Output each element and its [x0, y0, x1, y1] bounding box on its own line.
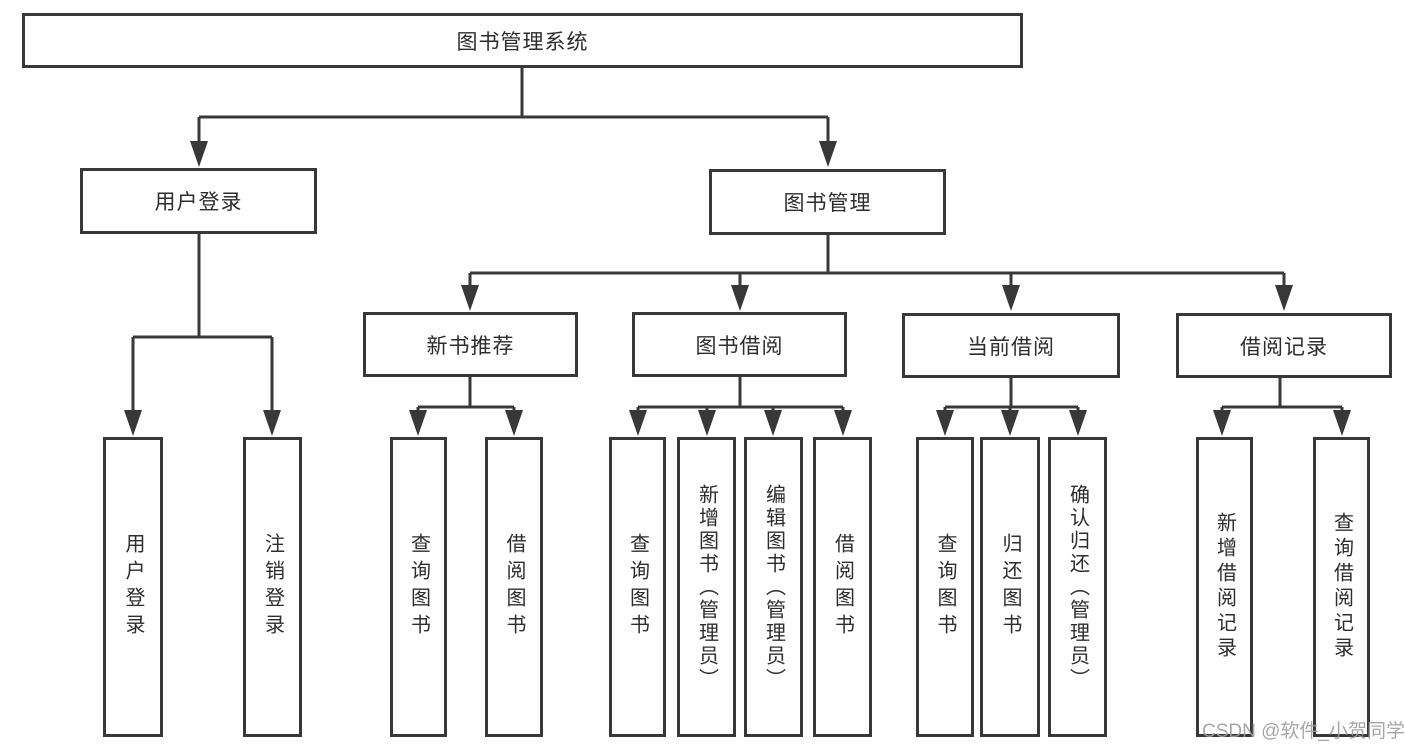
node-bb-add-books-admin: 新增图书（管理员）: [677, 437, 736, 737]
node-new-book-recommend: 新书推荐: [363, 312, 578, 377]
node-nb-query-books: 查询图书: [390, 437, 447, 737]
connector-strokes: [131, 68, 1344, 413]
node-current-borrowing-label: 当前借阅: [967, 335, 1055, 359]
node-nb-borrow-books: 借阅图书: [485, 437, 543, 737]
node-nb-borrow-books-label: 借阅图书: [503, 533, 525, 641]
node-borrowing-records-label: 借阅记录: [1240, 335, 1328, 359]
node-book-management-label: 图书管理: [783, 192, 872, 215]
node-bb-borrow-books: 借阅图书: [813, 437, 872, 737]
node-cb-confirm-return-admin: 确认归还（管理员）: [1048, 437, 1107, 737]
csdn-watermark: CSDN @软件_小贺同学: [1202, 721, 1405, 742]
node-cb-return-books-label: 归还图书: [999, 533, 1021, 641]
node-root-label: 图书管理系统: [456, 30, 589, 54]
node-br-add-record-label: 新增借阅记录: [1213, 512, 1236, 662]
node-bb-query-books: 查询图书: [609, 437, 666, 737]
node-br-query-record: 查询借阅记录: [1313, 437, 1370, 737]
node-book-management: 图书管理: [709, 169, 946, 235]
node-current-borrowing: 当前借阅: [902, 313, 1120, 378]
node-book-borrowing-label: 图书借阅: [695, 334, 784, 358]
node-user-login-group: 用户登录: [80, 168, 317, 234]
node-cb-return-books: 归还图书: [980, 437, 1040, 737]
node-cb-confirm-return-admin-label: 确认归还（管理员）: [1066, 483, 1089, 691]
node-bb-borrow-books-label: 借阅图书: [831, 533, 854, 641]
node-bb-query-books-label: 查询图书: [626, 533, 649, 641]
node-br-query-record-label: 查询借阅记录: [1330, 512, 1353, 662]
node-new-book-recommend-label: 新书推荐: [426, 334, 515, 358]
node-cb-query-books: 查询图书: [916, 437, 974, 737]
node-cb-query-books-label: 查询图书: [934, 533, 956, 641]
connector-arrowheads: [124, 141, 1351, 436]
node-bb-add-books-admin-label: 新增图书（管理员）: [695, 483, 718, 691]
node-book-borrowing: 图书借阅: [632, 312, 847, 377]
node-logout: 注销登录: [243, 437, 302, 737]
node-user-login-group-label: 用户登录: [154, 191, 243, 214]
node-br-add-record: 新增借阅记录: [1196, 437, 1253, 737]
node-bb-edit-books-admin: 编辑图书（管理员）: [744, 437, 803, 737]
node-user-login-label: 用户登录: [122, 533, 144, 641]
node-bb-edit-books-admin-label: 编辑图书（管理员）: [762, 483, 785, 691]
node-root: 图书管理系统: [22, 13, 1023, 68]
node-nb-query-books-label: 查询图书: [407, 533, 430, 641]
node-user-login: 用户登录: [103, 437, 163, 737]
node-logout-label: 注销登录: [261, 533, 284, 641]
node-borrowing-records: 借阅记录: [1176, 313, 1392, 378]
